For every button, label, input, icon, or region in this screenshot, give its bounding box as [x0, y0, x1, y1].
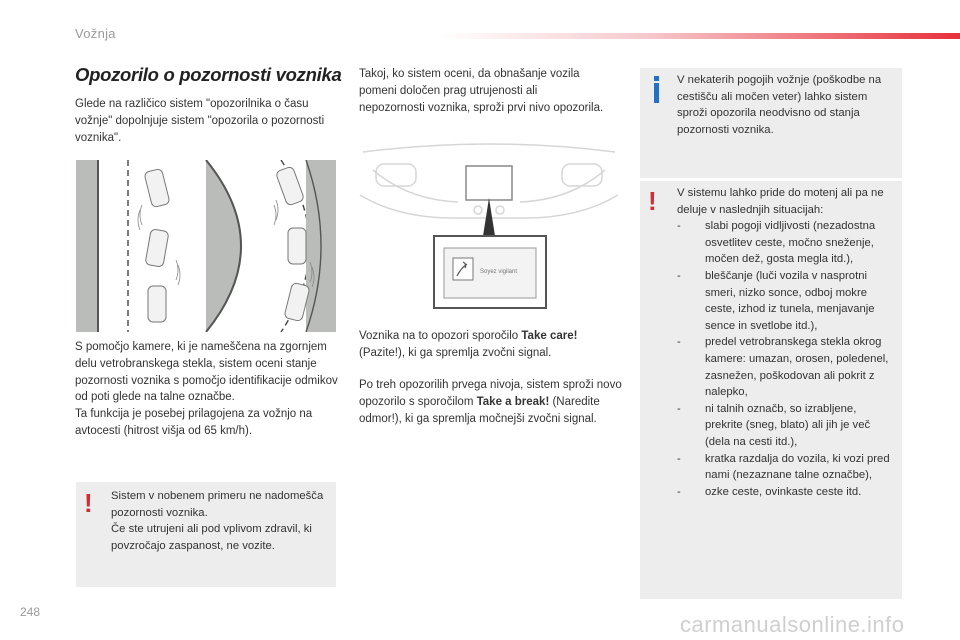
- info-icon: [654, 76, 659, 103]
- take-care-text-after: (Pazite!), ki ga spremlja zvočni signal.: [359, 346, 552, 359]
- watermark: carmanualsonline.info: [680, 612, 905, 637]
- warning-box-right: ! V sistemu lahko pride do motenj ali pa…: [640, 181, 902, 599]
- take-break-paragraph: Po treh opozorilih prvega nivoja, sistem…: [359, 377, 624, 427]
- conditions-list: -slabi pogoji vidljivosti (nezadostna os…: [677, 218, 895, 500]
- threshold-paragraph: Takoj, ko sistem oceni, da obnašanje voz…: [359, 68, 604, 114]
- warning-icon: !: [84, 488, 93, 518]
- take-break-text-before: Po treh opozorilih prvega nivoja, sistem…: [359, 379, 622, 408]
- list-item: -ni talnih označb, so izrabljene, prekri…: [677, 402, 871, 448]
- warning-right-intro: V sistemu lahko pride do motenj ali pa n…: [677, 187, 884, 216]
- info-box: V nekaterih pogojih vožnje (poškodbe na …: [640, 68, 902, 178]
- intro-paragraph: Glede na različico sistem "opozorilnika …: [75, 98, 325, 144]
- list-item: -slabi pogoji vidljivosti (nezadostna os…: [677, 220, 876, 266]
- take-care-message: Take care!: [521, 330, 578, 342]
- page-title: Opozorilo o pozornosti voznika: [75, 64, 342, 85]
- list-item: -bleščanje (luči vozila v nasprotni smer…: [677, 269, 875, 332]
- header-accent-bar: [440, 33, 960, 39]
- display-message: Soyez vigilant: [480, 269, 517, 275]
- warning-box-left: ! Sistem v nobenem primeru ne nadomešča …: [76, 482, 336, 587]
- take-care-paragraph: Voznika na to opozori sporočilo Take car…: [359, 328, 614, 362]
- list-item: -predel vetrobranskega stekla okrog kame…: [677, 336, 889, 399]
- info-text: V nekaterih pogojih vožnje (poškodbe na …: [677, 74, 882, 136]
- take-care-text-before: Voznika na to opozori sporočilo: [359, 330, 522, 342]
- warning-left-text: Sistem v nobenem primeru ne nadomešča po…: [111, 490, 324, 552]
- warning-icon: !: [648, 186, 657, 216]
- lane-drift-illustration: [76, 160, 336, 332]
- section-header: Vožnja: [75, 26, 116, 41]
- camera-paragraph: S pomočjo kamere, ki je nameščena na zgo…: [75, 341, 338, 437]
- warning-right-content: V sistemu lahko pride do motenj ali pa n…: [677, 185, 895, 500]
- dashboard-display-illustration: Soyez vigilant: [359, 143, 619, 309]
- take-break-text-after: (Naredite odmor!), ki ga spremlja močnej…: [359, 395, 600, 425]
- list-item: -ozke ceste, ovinkaste ceste itd.: [677, 485, 862, 498]
- take-break-message: Take a break!: [476, 395, 550, 408]
- page-number: 248: [20, 605, 41, 619]
- list-item: -kratka razdalja do vozila, ki vozi pred…: [677, 452, 890, 482]
